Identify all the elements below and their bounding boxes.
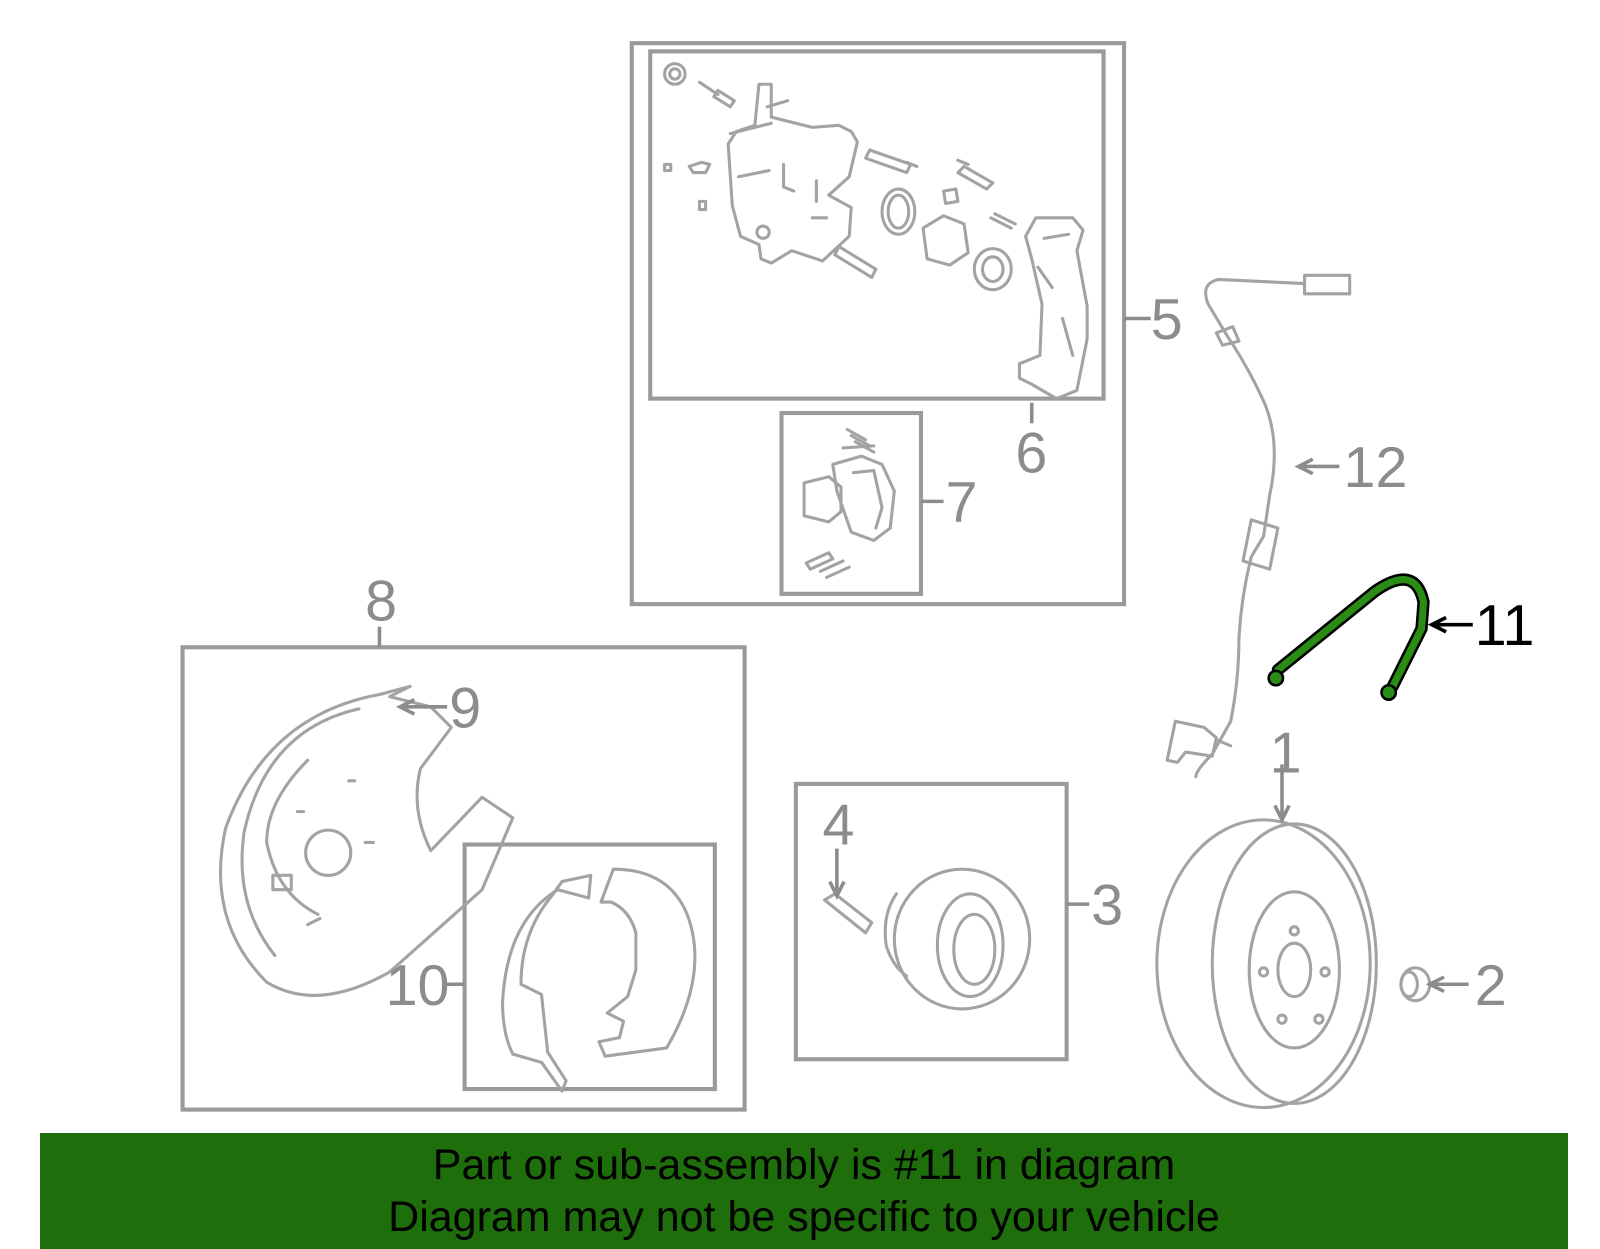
wheel-speed-sensor-drawing (1165, 273, 1352, 779)
caliper-assembly-box (629, 41, 1127, 607)
hub-box (793, 781, 1069, 1062)
pad-kit-box (779, 410, 924, 596)
callout-8: 8 (365, 570, 397, 634)
backing-plate-assembly-box (180, 645, 747, 1112)
banner-line-part: Part or sub-assembly is #11 in diagram (432, 1141, 1176, 1189)
callout-12: 12 (1344, 436, 1408, 500)
backing-plate-drawing (219, 684, 515, 997)
brake-pads-drawing (802, 427, 896, 579)
caliper-parts-drawing (663, 62, 1089, 401)
parking-brake-shoes-drawing (501, 867, 697, 1093)
leader-lines (377, 316, 1473, 994)
callout-3: 3 (1091, 874, 1123, 938)
parking-shoe-box (462, 842, 717, 1092)
wheel-hub-drawing (823, 867, 1032, 1011)
callout-6: 6 (1015, 422, 1047, 486)
callout-11: 11 (1475, 594, 1535, 658)
caliper-box (648, 49, 1106, 401)
brake-rotor-drawing (1155, 818, 1432, 1110)
callout-9: 9 (449, 676, 481, 740)
callout-2: 2 (1475, 954, 1507, 1018)
callout-7: 7 (946, 471, 978, 535)
callout-5: 5 (1151, 288, 1183, 352)
callout-4: 4 (823, 793, 855, 857)
callout-10: 10 (386, 954, 450, 1018)
brake-hose-part-11 (1267, 573, 1430, 701)
banner-line-disclaimer: Diagram may not be specific to your vehi… (388, 1193, 1220, 1241)
callout-1: 1 (1270, 722, 1302, 786)
part-notice-banner: Part or sub-assembly is #11 in diagram D… (40, 1133, 1568, 1249)
